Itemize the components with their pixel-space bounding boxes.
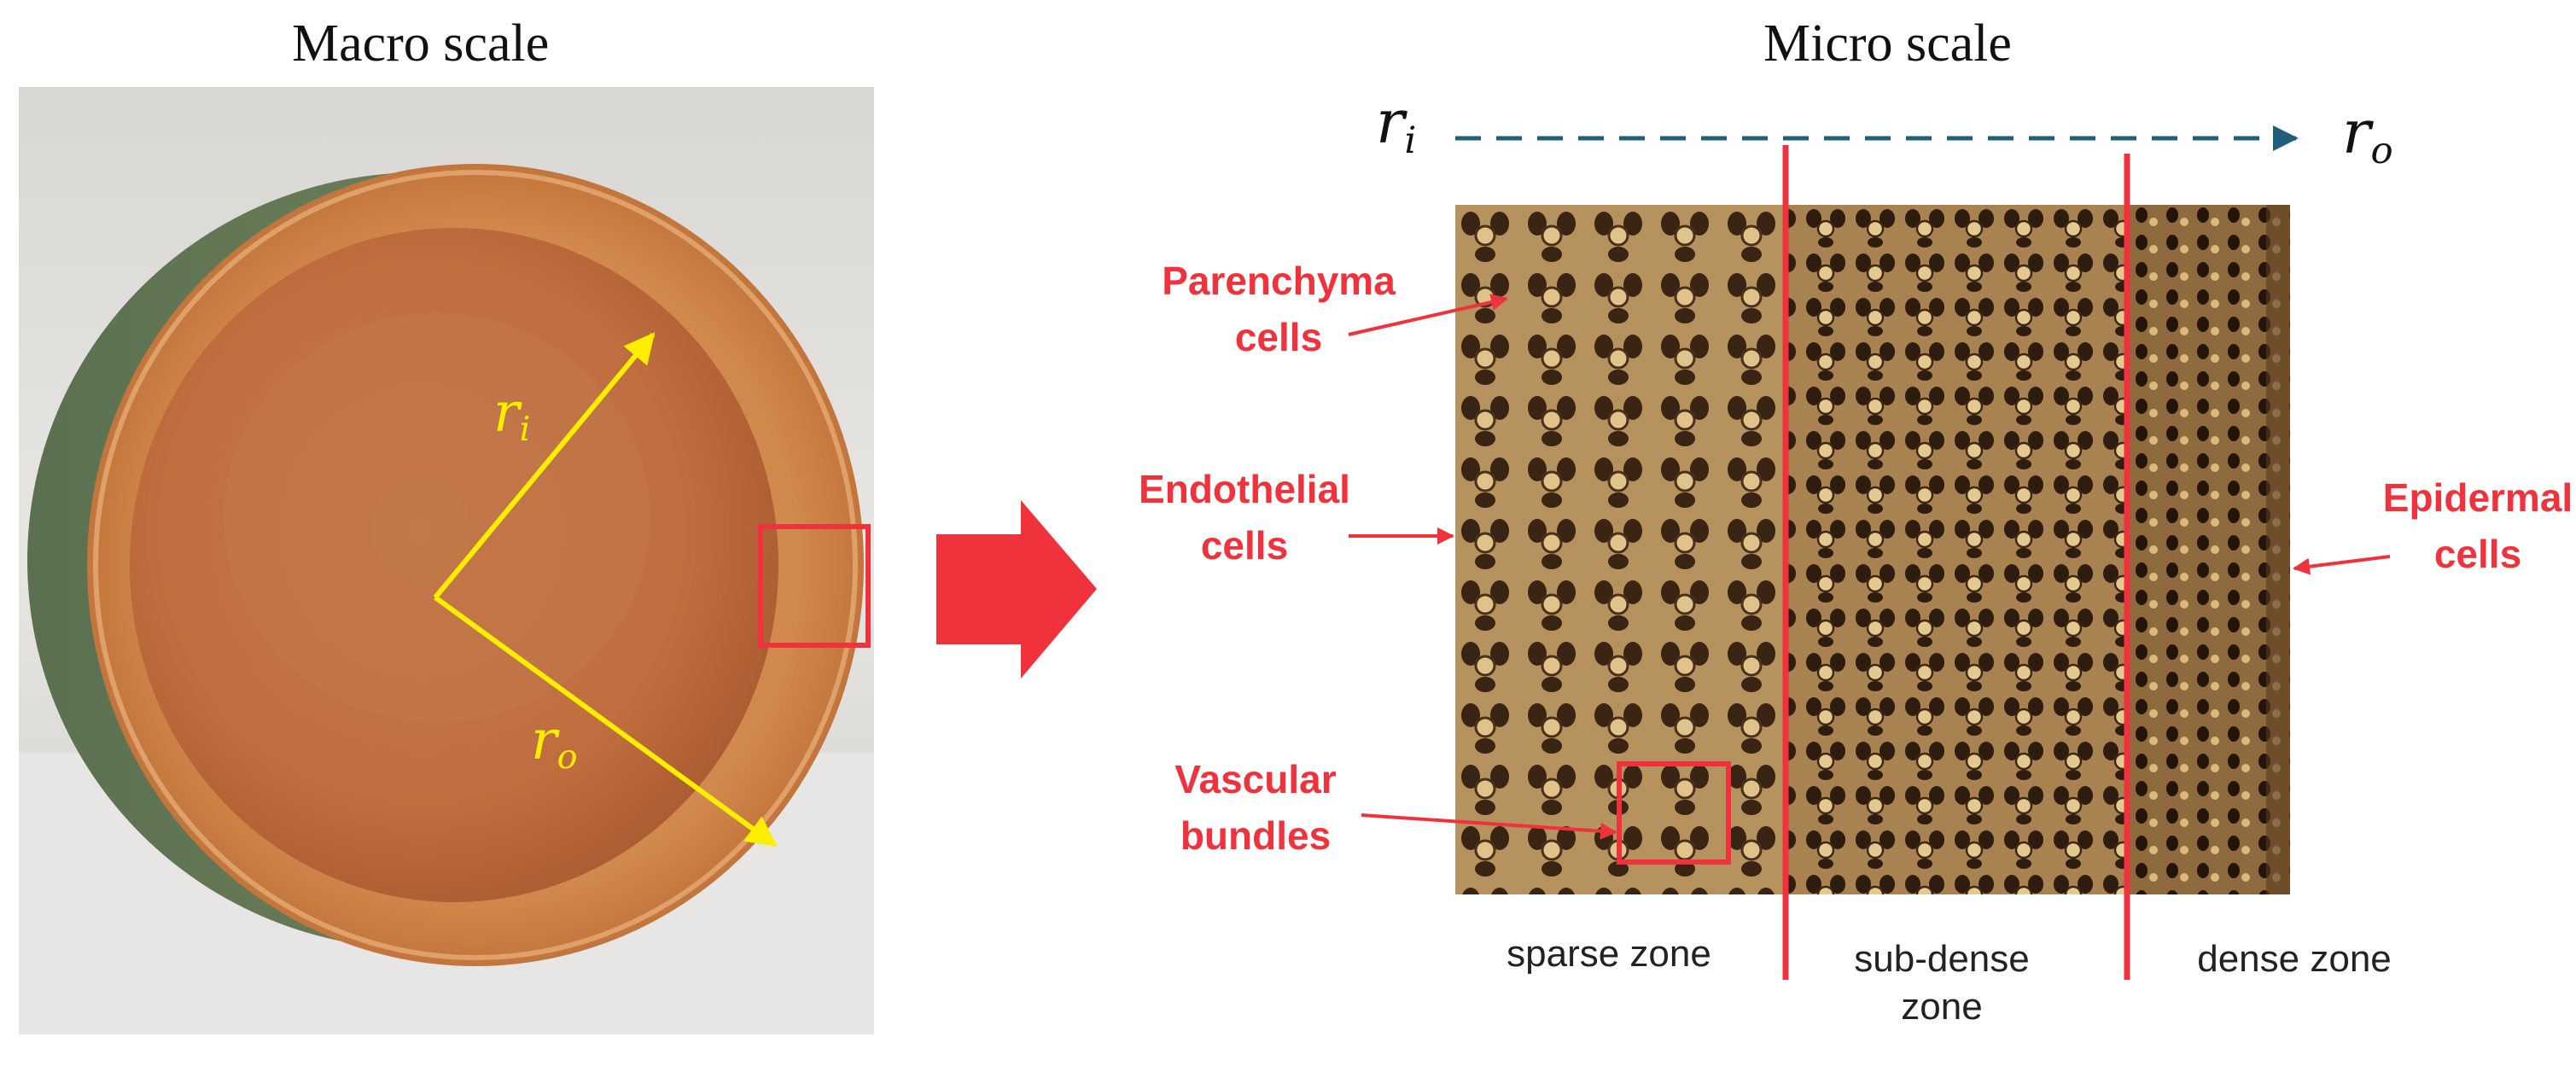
axis-end-label: ro: [2342, 97, 2393, 173]
subdense-zone-texture: [1788, 205, 2125, 894]
micro-scale-title: Micro scale: [1763, 15, 2012, 73]
epidermal-pointer: [2293, 555, 2391, 575]
dense-zone-texture: [2125, 205, 2290, 894]
macro-outer-radius-label: ro: [531, 709, 578, 778]
macro-scale-title: Macro scale: [292, 15, 550, 73]
sparse-zone-label: sparse zone: [1507, 933, 1711, 975]
dense-zone-label: dense zone: [2197, 938, 2392, 980]
axis-start-label: ri: [1376, 87, 1417, 163]
epidermal-edge: [2266, 205, 2290, 894]
macro-inner-radius-label: ri: [493, 382, 531, 450]
zoom-arrow: [936, 500, 1097, 679]
cavity-depth: [224, 313, 650, 723]
sparse-zone-texture: [1455, 205, 1788, 894]
micro-structure-image: [1455, 205, 2290, 894]
bamboo-cross-section-photo: [19, 87, 874, 1034]
